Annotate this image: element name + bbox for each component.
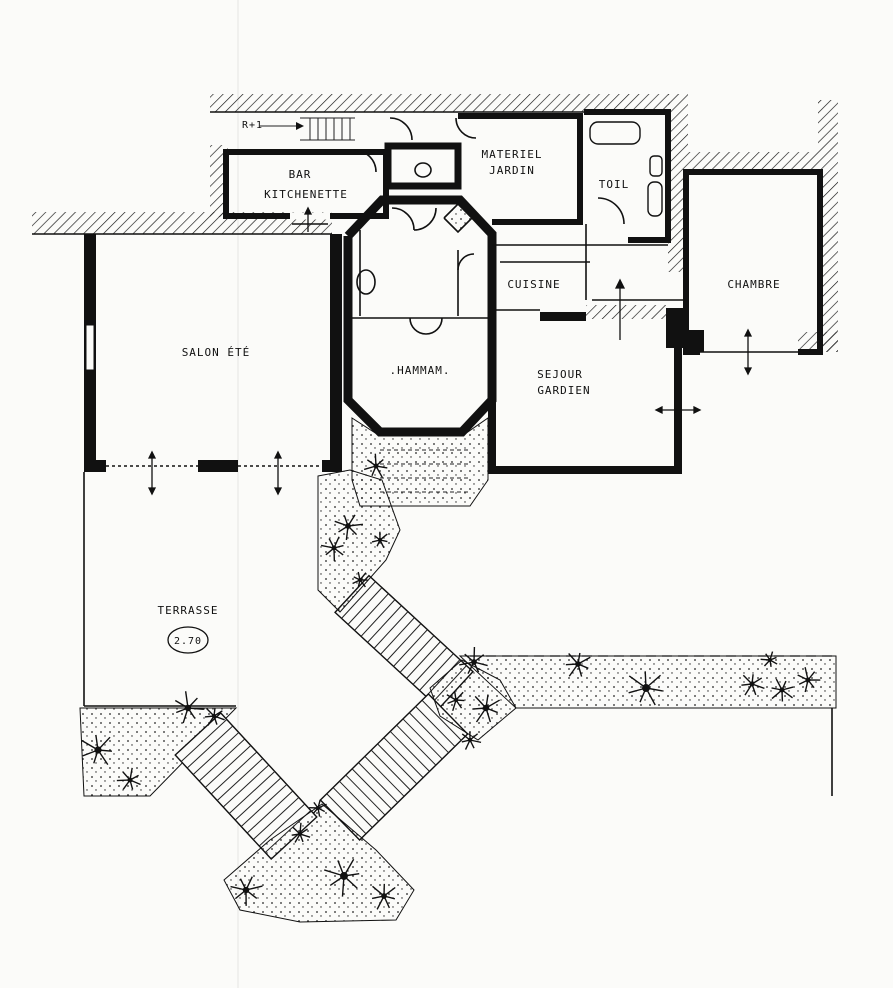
label-cuisine: CUISINE <box>507 278 560 291</box>
label-salon: SALON ÉTÉ <box>182 346 251 359</box>
diagonal-steps <box>174 574 474 861</box>
level-marker <box>167 626 209 654</box>
walls <box>84 109 823 474</box>
label-level: 2.70 <box>174 636 202 647</box>
label-gardien: GARDIEN <box>537 384 590 397</box>
hammam-steps <box>351 417 489 507</box>
interior-lines <box>353 117 686 335</box>
label-materiel: MATERIEL <box>482 148 543 161</box>
stairs-r1 <box>260 117 355 141</box>
planting-beds <box>223 469 517 923</box>
label-bar: BAR <box>289 168 312 181</box>
label-terrasse: TERRASSE <box>158 604 219 617</box>
garden-strip <box>458 655 837 796</box>
label-chambre: CHAMBRE <box>727 278 780 291</box>
terrasse-outline <box>79 472 238 797</box>
door-arrows <box>147 206 753 496</box>
plant-symbols <box>81 453 821 910</box>
label-sejour: SEJOUR <box>537 368 583 381</box>
retaining-walls <box>32 94 838 352</box>
label-kitchenette: KITCHENETTE <box>264 188 348 201</box>
label-hammam: .HAMMAM. <box>390 364 451 377</box>
label-r1: R+1 <box>242 120 263 131</box>
label-toil: TOIL <box>599 178 630 191</box>
label-jardin: JARDIN <box>489 164 535 177</box>
